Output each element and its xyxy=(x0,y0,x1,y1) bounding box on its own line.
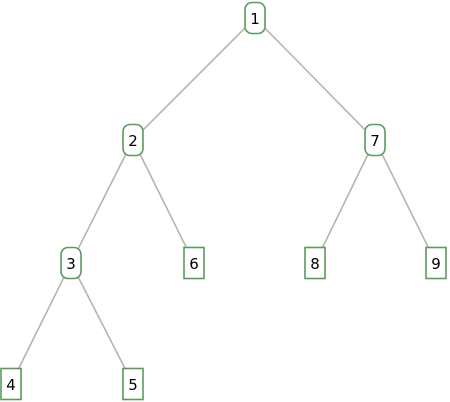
edges-layer xyxy=(10,17,437,385)
leaf-node-box xyxy=(425,246,447,280)
internal-node-box xyxy=(244,1,266,35)
edge-n2-n6 xyxy=(132,139,195,264)
node-label: 6 xyxy=(189,255,199,273)
edge-n7-n9 xyxy=(374,139,437,264)
node-label: 8 xyxy=(310,255,320,273)
node-label: 5 xyxy=(128,376,138,394)
tree-node-2: 2 xyxy=(122,123,144,157)
edge-n3-n5 xyxy=(70,262,134,385)
internal-node-box xyxy=(122,123,144,157)
edge-n2-n3 xyxy=(70,139,134,264)
edge-n3-n4 xyxy=(10,262,72,385)
tree-node-7: 7 xyxy=(364,123,386,157)
tree-node-1: 1 xyxy=(244,1,266,35)
edge-n1-n2 xyxy=(132,17,256,141)
node-label: 3 xyxy=(66,255,76,273)
node-label: 4 xyxy=(6,376,16,394)
leaf-node-box xyxy=(122,367,144,401)
tree-node-9: 9 xyxy=(425,246,447,280)
edge-n7-n8 xyxy=(314,139,376,264)
leaf-node-box xyxy=(183,246,205,280)
tree-node-6: 6 xyxy=(183,246,205,280)
tree-node-3: 3 xyxy=(60,246,82,280)
node-label: 9 xyxy=(431,255,441,273)
node-label: 7 xyxy=(370,132,380,150)
node-label: 2 xyxy=(128,132,138,150)
edge-n1-n7 xyxy=(254,17,376,141)
leaf-node-box xyxy=(304,246,326,280)
internal-node-box xyxy=(364,123,386,157)
internal-node-box xyxy=(60,246,82,280)
tree-node-8: 8 xyxy=(304,246,326,280)
tree-node-5: 5 xyxy=(122,367,144,401)
leaf-node-box xyxy=(0,367,22,401)
tree-node-4: 4 xyxy=(0,367,22,401)
node-label: 1 xyxy=(250,10,260,28)
